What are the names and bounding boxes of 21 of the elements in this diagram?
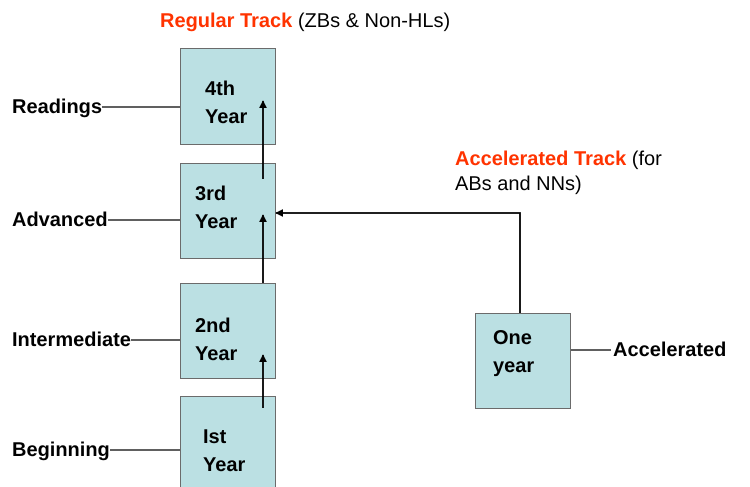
arrow	[259, 214, 267, 283]
arrow	[259, 100, 267, 179]
arrow	[259, 354, 267, 408]
leader-line	[102, 106, 180, 108]
year-box	[180, 163, 276, 259]
track-heading: Regular Track (ZBs & Non-HLs)	[160, 9, 452, 34]
box-label: 2nd Year	[195, 314, 238, 367]
year-box	[475, 313, 571, 409]
year-box	[180, 283, 276, 379]
leader-line	[108, 219, 180, 221]
leader-line	[571, 349, 611, 351]
year-box	[180, 48, 276, 145]
arrow	[275, 209, 521, 313]
box-label: 4th Year	[205, 77, 248, 130]
track-heading: Accelerated Track (for ABs and NNs)	[455, 147, 663, 197]
year-box	[180, 396, 276, 487]
leader-line	[131, 339, 180, 341]
box-label: 3rd Year	[195, 182, 238, 235]
box-label: One year	[493, 326, 536, 379]
box-label: Ist Year	[203, 425, 246, 478]
leader-line	[110, 449, 180, 451]
